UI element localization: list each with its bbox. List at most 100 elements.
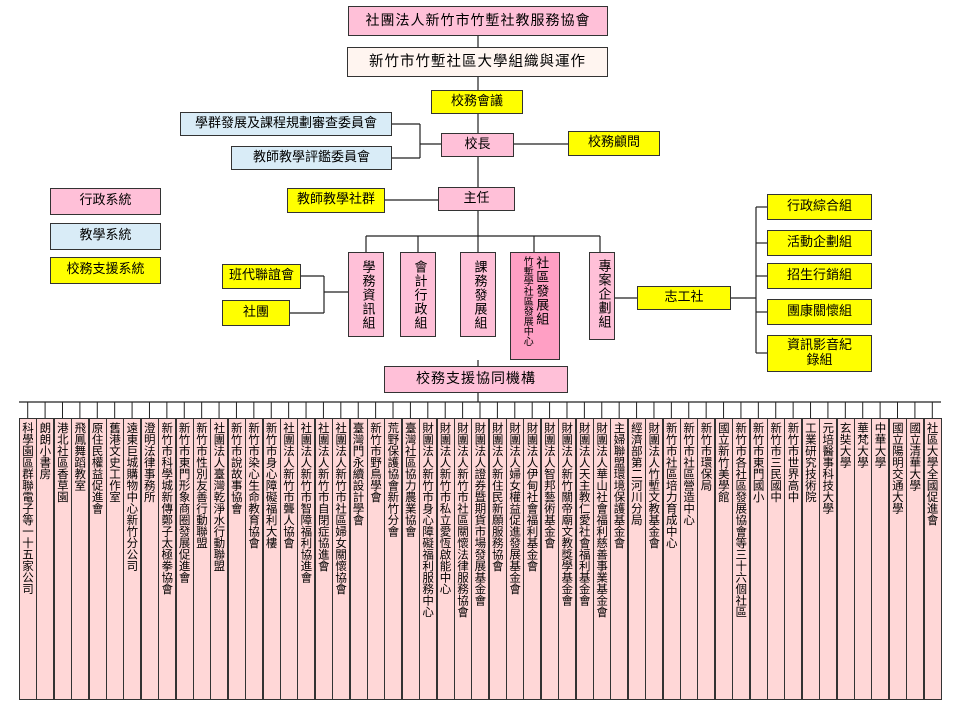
support-org-label: 新竹市三民國中 xyxy=(769,422,784,503)
support-org-label: 新竹市染心生命教育協會 xyxy=(247,422,262,549)
support-org-label: 財團法人新竹市私立愛恆啟能中心 xyxy=(438,422,453,595)
support-org-label: 新竹市各社區發展協會等三十六個社區 xyxy=(734,422,749,618)
support-org-item: 主婦聯盟環境保護基金會 xyxy=(610,418,629,700)
teaching-evaluation-committee: 教師教學評鑑委員會 xyxy=(231,146,392,170)
support-org-label: 臺灣門永續設計學會 xyxy=(351,422,366,526)
volunteer-media-group-label: 資訊影音紀錄組 xyxy=(786,337,852,368)
support-org-item: 社團法人臺灣乾淨水行動聯盟 xyxy=(210,418,229,700)
dept-student-affairs-label: 學務資訊組 xyxy=(359,259,375,330)
legend-admin: 行政系統 xyxy=(50,188,161,215)
support-org-label: 財團法人智邦藝術基金會 xyxy=(542,422,557,549)
support-org-item: 遠東巨城購物中心新竹分公司 xyxy=(123,418,142,700)
support-org-label: 新竹市社區營造中心 xyxy=(682,422,697,526)
support-org-label: 新竹市世界高中 xyxy=(786,422,801,503)
support-org-label: 財團法人婦女權益促進發展基金會 xyxy=(508,422,523,595)
dept-curriculum: 課務發展組 xyxy=(460,252,496,337)
volunteer-club: 志工社 xyxy=(637,286,731,310)
support-org-label: 社團法人新竹市自閉症協進會 xyxy=(316,422,331,572)
support-org-item: 財團法人新住民新願服務協會 xyxy=(488,418,507,700)
support-org-item: 新竹市野鳥學會 xyxy=(366,418,385,700)
dept-curriculum-label: 課務發展組 xyxy=(471,259,487,330)
support-org-item: 財團法人新竹市社區關懷法律服務協會 xyxy=(453,418,472,700)
support-org-item: 財團法人新竹市身心障礙福利服務中心 xyxy=(419,418,438,700)
org-title: 社團法人新竹市竹塹社教服務協會 xyxy=(348,6,608,36)
support-org-label: 國立陽明交通大學 xyxy=(890,422,905,514)
support-org-item: 新竹市三民國中 xyxy=(767,418,786,700)
support-org-item: 新竹市身心障礙福利大樓 xyxy=(262,418,281,700)
support-org-label: 財團法人竹塹文教基金會 xyxy=(647,422,662,549)
support-org-label: 澄明法律事務所 xyxy=(142,422,157,503)
support-org-item: 財團法人新竹市私立愛恆啟能中心 xyxy=(436,418,455,700)
dept-project-planning-label: 專案企劃組 xyxy=(595,259,611,329)
dept-student-affairs: 學務資訊組 xyxy=(348,252,384,337)
support-org-label: 財團法人新竹市社區關懷法律服務協會 xyxy=(455,422,470,618)
school-advisor: 校務顧問 xyxy=(568,131,660,156)
support-org-label: 新竹市說故事協會 xyxy=(229,422,244,514)
support-org-label: 新竹市東門形象商圈發展促進會 xyxy=(177,422,192,583)
class-liaison: 班代聯誼會 xyxy=(222,264,301,289)
dept-community-development-label: 社區發展組 xyxy=(533,256,549,326)
support-org-item: 中華大學 xyxy=(871,418,890,700)
support-org-label: 工業研究技術院 xyxy=(803,422,818,503)
support-org-item: 新竹市說故事協會 xyxy=(227,418,246,700)
support-org-item: 工業研究技術院 xyxy=(801,418,820,700)
dept-accounting: 會計行政組 xyxy=(400,252,436,337)
dept-community-center-label: 竹塹學社區發展中心 xyxy=(521,256,533,346)
support-org-label: 社團法人新竹市社區婦女關懷協會 xyxy=(334,422,349,595)
support-org-label: 財團法人證券暨期貨市場發展基金會 xyxy=(473,422,488,606)
support-org-label: 華梵大學 xyxy=(856,422,871,468)
director: 主任 xyxy=(438,187,515,211)
support-org-label: 財團法人伊甸社會福利基金會 xyxy=(525,422,540,572)
support-org-label: 新竹市身心障礙福利大樓 xyxy=(264,422,279,549)
volunteer-marketing-group: 招生行銷組 xyxy=(767,263,872,289)
support-org-item: 新竹市東門國小 xyxy=(749,418,768,700)
volunteer-admin-group: 行政綜合組 xyxy=(767,194,872,220)
support-org-item: 財團法人婦女權益促進發展基金會 xyxy=(506,418,525,700)
support-org-label: 原住民權益促進會 xyxy=(90,422,105,514)
support-org-item: 新竹市性別友善行動聯盟 xyxy=(192,418,211,700)
support-org-label: 港北社區香草園 xyxy=(55,422,70,503)
support-org-label: 財團法人天主教仁愛社會福利基金會 xyxy=(577,422,592,606)
support-org-item: 荒野保護協會新竹分會 xyxy=(384,418,403,700)
support-org-label: 新竹市科學城新傳鄭子太極拳協會 xyxy=(160,422,175,595)
support-org-label: 新竹市野鳥學會 xyxy=(368,422,383,503)
support-org-item: 玄奘大學 xyxy=(836,418,855,700)
support-org-label: 中華大學 xyxy=(873,422,888,468)
legend-teaching: 教學系統 xyxy=(50,223,161,250)
support-org-item: 財團法人伊甸社會福利基金會 xyxy=(523,418,542,700)
volunteer-event-group: 活動企劃組 xyxy=(767,230,872,256)
support-org-item: 社團法人新竹市智障福利協進會 xyxy=(297,418,316,700)
support-org-label: 財團法人新竹關帝廟文教獎學基金會 xyxy=(560,422,575,606)
support-org-item: 新竹市科學城新傳鄭子太極拳協會 xyxy=(158,418,177,700)
support-org-label: 財團法人新竹市身心障礙福利服務中心 xyxy=(421,422,436,618)
school-council: 校務會議 xyxy=(431,90,523,114)
support-org-label: 荒野保護協會新竹分會 xyxy=(386,422,401,537)
support-org-item: 國立清華大學 xyxy=(906,418,925,700)
volunteer-care-group: 團康關懷組 xyxy=(767,299,872,325)
support-org-label: 玄奘大學 xyxy=(838,422,853,468)
support-institutions-title: 校務支援協同機構 xyxy=(384,366,568,393)
support-org-item: 朗朗小書房 xyxy=(36,418,55,700)
support-org-item: 元培醫事科技大學 xyxy=(819,418,838,700)
volunteer-media-group: 資訊影音紀錄組 xyxy=(767,335,872,372)
support-org-item: 科學園區群聯電子等一十五家公司 xyxy=(19,418,37,700)
subtitle: 新竹市竹塹社區大學組織與運作 xyxy=(347,47,608,77)
support-org-label: 新竹市東門國小 xyxy=(751,422,766,503)
support-org-label: 新竹市性別友善行動聯盟 xyxy=(194,422,209,549)
support-org-item: 港北社區香草園 xyxy=(53,418,72,700)
support-org-label: 社區大學全國促進會 xyxy=(925,422,940,526)
principal: 校長 xyxy=(441,133,514,157)
support-org-label: 元培醫事科技大學 xyxy=(821,422,836,514)
support-org-item: 新竹市社區營造中心 xyxy=(680,418,699,700)
dept-community-development: 竹塹學社區發展中心 社區發展組 xyxy=(510,252,560,360)
support-org-label: 財團法人華山社會福利慈善事業基金會 xyxy=(595,422,610,618)
support-org-item: 新竹市社區培力育成中心 xyxy=(662,418,681,700)
dept-project-planning: 專案企劃組 xyxy=(589,252,615,340)
support-org-item: 新竹市各社區發展協會等三十六個社區 xyxy=(732,418,751,700)
support-org-item: 新竹市世界高中 xyxy=(784,418,803,700)
support-org-item: 經濟部第二河川分局 xyxy=(627,418,646,700)
support-org-label: 飛鳳舞蹈教室 xyxy=(73,422,88,491)
support-org-item: 國立陽明交通大學 xyxy=(888,418,907,700)
support-org-item: 臺灣社區協力農業協會 xyxy=(401,418,420,700)
